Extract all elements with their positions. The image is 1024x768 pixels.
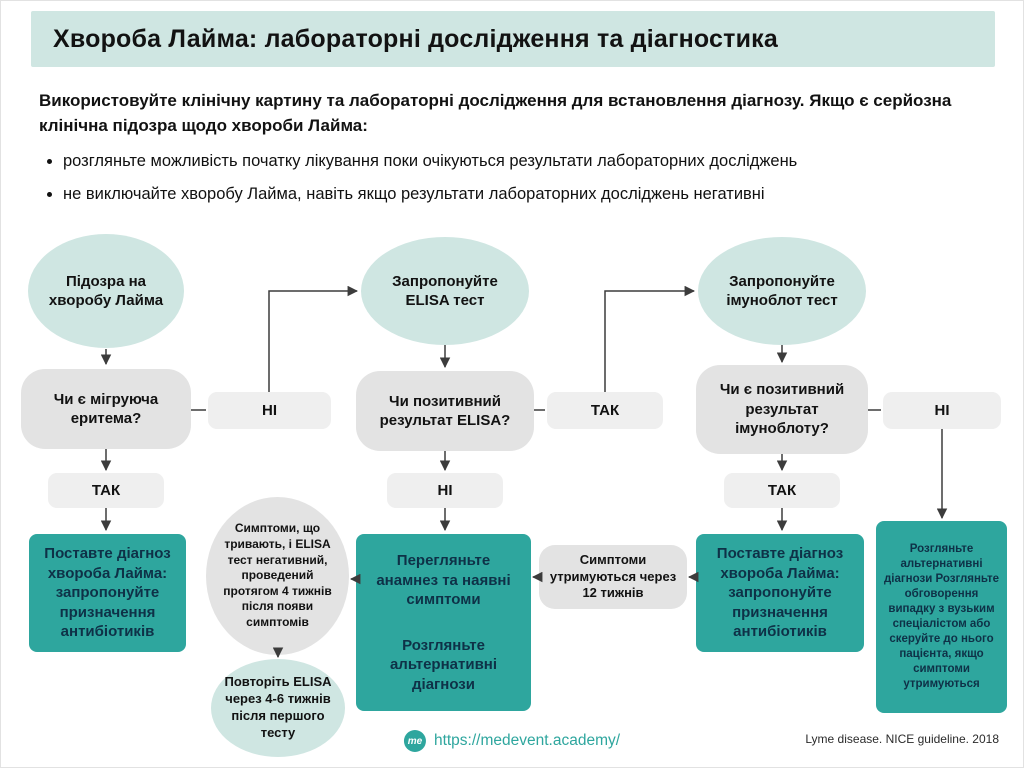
node-label: Симптоми утримуються через 12 тижнів — [549, 551, 677, 601]
flow-node-q-elisa: Чи позитивний результат ELISA? — [356, 371, 534, 451]
flow-node-alt-specialist: Розгляньте альтернативні діагнози Розгля… — [876, 521, 1007, 713]
node-label: НІ — [934, 401, 950, 419]
node-label: Запропонуйте ELISA тест — [392, 272, 498, 310]
node-label: Розгляньте альтернативні діагнози — [389, 636, 498, 693]
node-label: НІ — [262, 401, 277, 419]
node-label: НІ — [437, 481, 453, 499]
node-label: ТАК — [590, 401, 620, 419]
flow-node-elisa-negative-note: Симптоми, що тривають, і ELISA тест нега… — [206, 497, 349, 655]
source-citation: Lyme disease. NICE guideline. 2018 — [805, 732, 999, 746]
node-label: Чи позитивний результат ELISA? — [379, 392, 511, 430]
node-label: Поставте діагноз хвороба Лайма: запропон… — [44, 545, 171, 641]
node-label: Симптоми, що тривають, і ELISA тест нега… — [223, 521, 332, 629]
footer-link-group: me https://medevent.academy/ — [403, 730, 621, 752]
flow-node-offer-elisa: Запропонуйте ELISA тест — [361, 237, 529, 345]
node-label: ТАК — [91, 481, 121, 499]
node-label: ТАК — [767, 481, 797, 499]
header-bar: Хвороба Лайма: лабораторні дослідження т… — [31, 11, 995, 67]
flow-node-q-immunoblot: Чи є позитивний результат імуноблоту? — [696, 365, 868, 454]
node-label: Чи є мігруюча еритема? — [53, 390, 159, 428]
intro-text: Використовуйте клінічну картину та лабор… — [39, 91, 952, 135]
node-label: Повторіть ELISA через 4-6 тижнів після п… — [224, 674, 332, 740]
node-label: Запропонуйте імуноблот тест — [726, 272, 838, 310]
bullet-item: не виключайте хворобу Лайма, навіть якщо… — [63, 183, 993, 205]
flow-node-suspicion: Підозра на хворобу Лайма — [28, 234, 184, 348]
medevent-link[interactable]: https://medevent.academy/ — [433, 732, 621, 749]
flow-node-repeat-elisa: Повторіть ELISA через 4-6 тижнів після п… — [211, 659, 345, 757]
flow-node-diagnose-1: Поставте діагноз хвороба Лайма: запропон… — [29, 534, 186, 652]
node-label: Чи є позитивний результат імуноблоту? — [719, 381, 845, 438]
flow-node-q-erythema: Чи є мігруюча еритема? — [21, 369, 191, 449]
bullet-item: розгляньте можливість початку лікування … — [63, 150, 993, 172]
node-label: Перегляньте анамнез та наявні симптоми — [376, 552, 511, 608]
flow-pill-yes-2: ТАК — [547, 392, 663, 429]
flow-node-review-history: Перегляньте анамнез та наявні симптоми Р… — [356, 534, 531, 711]
flow-pill-yes-3: ТАК — [724, 473, 840, 508]
flow-pill-no-2: НІ — [387, 473, 503, 508]
medevent-logo-icon: me — [403, 730, 426, 752]
node-label: Поставте діагноз хвороба Лайма: запропон… — [716, 545, 844, 641]
node-label: Підозра на хворобу Лайма — [48, 272, 164, 310]
page-title: Хвороба Лайма: лабораторні дослідження т… — [53, 24, 778, 53]
flow-pill-no-1: НІ — [208, 392, 331, 429]
bullet-list: розгляньте можливість початку лікування … — [63, 150, 993, 217]
flow-pill-yes-1: ТАК — [48, 473, 164, 508]
flow-node-symptoms-12w: Симптоми утримуються через 12 тижнів — [539, 545, 687, 609]
node-label: Розгляньте альтернативні діагнози Розгля… — [884, 543, 1000, 690]
flow-node-offer-immunoblot: Запропонуйте імуноблот тест — [698, 237, 866, 345]
flow-node-diagnose-2: Поставте діагноз хвороба Лайма: запропон… — [696, 534, 864, 652]
flow-pill-no-3: НІ — [883, 392, 1001, 429]
